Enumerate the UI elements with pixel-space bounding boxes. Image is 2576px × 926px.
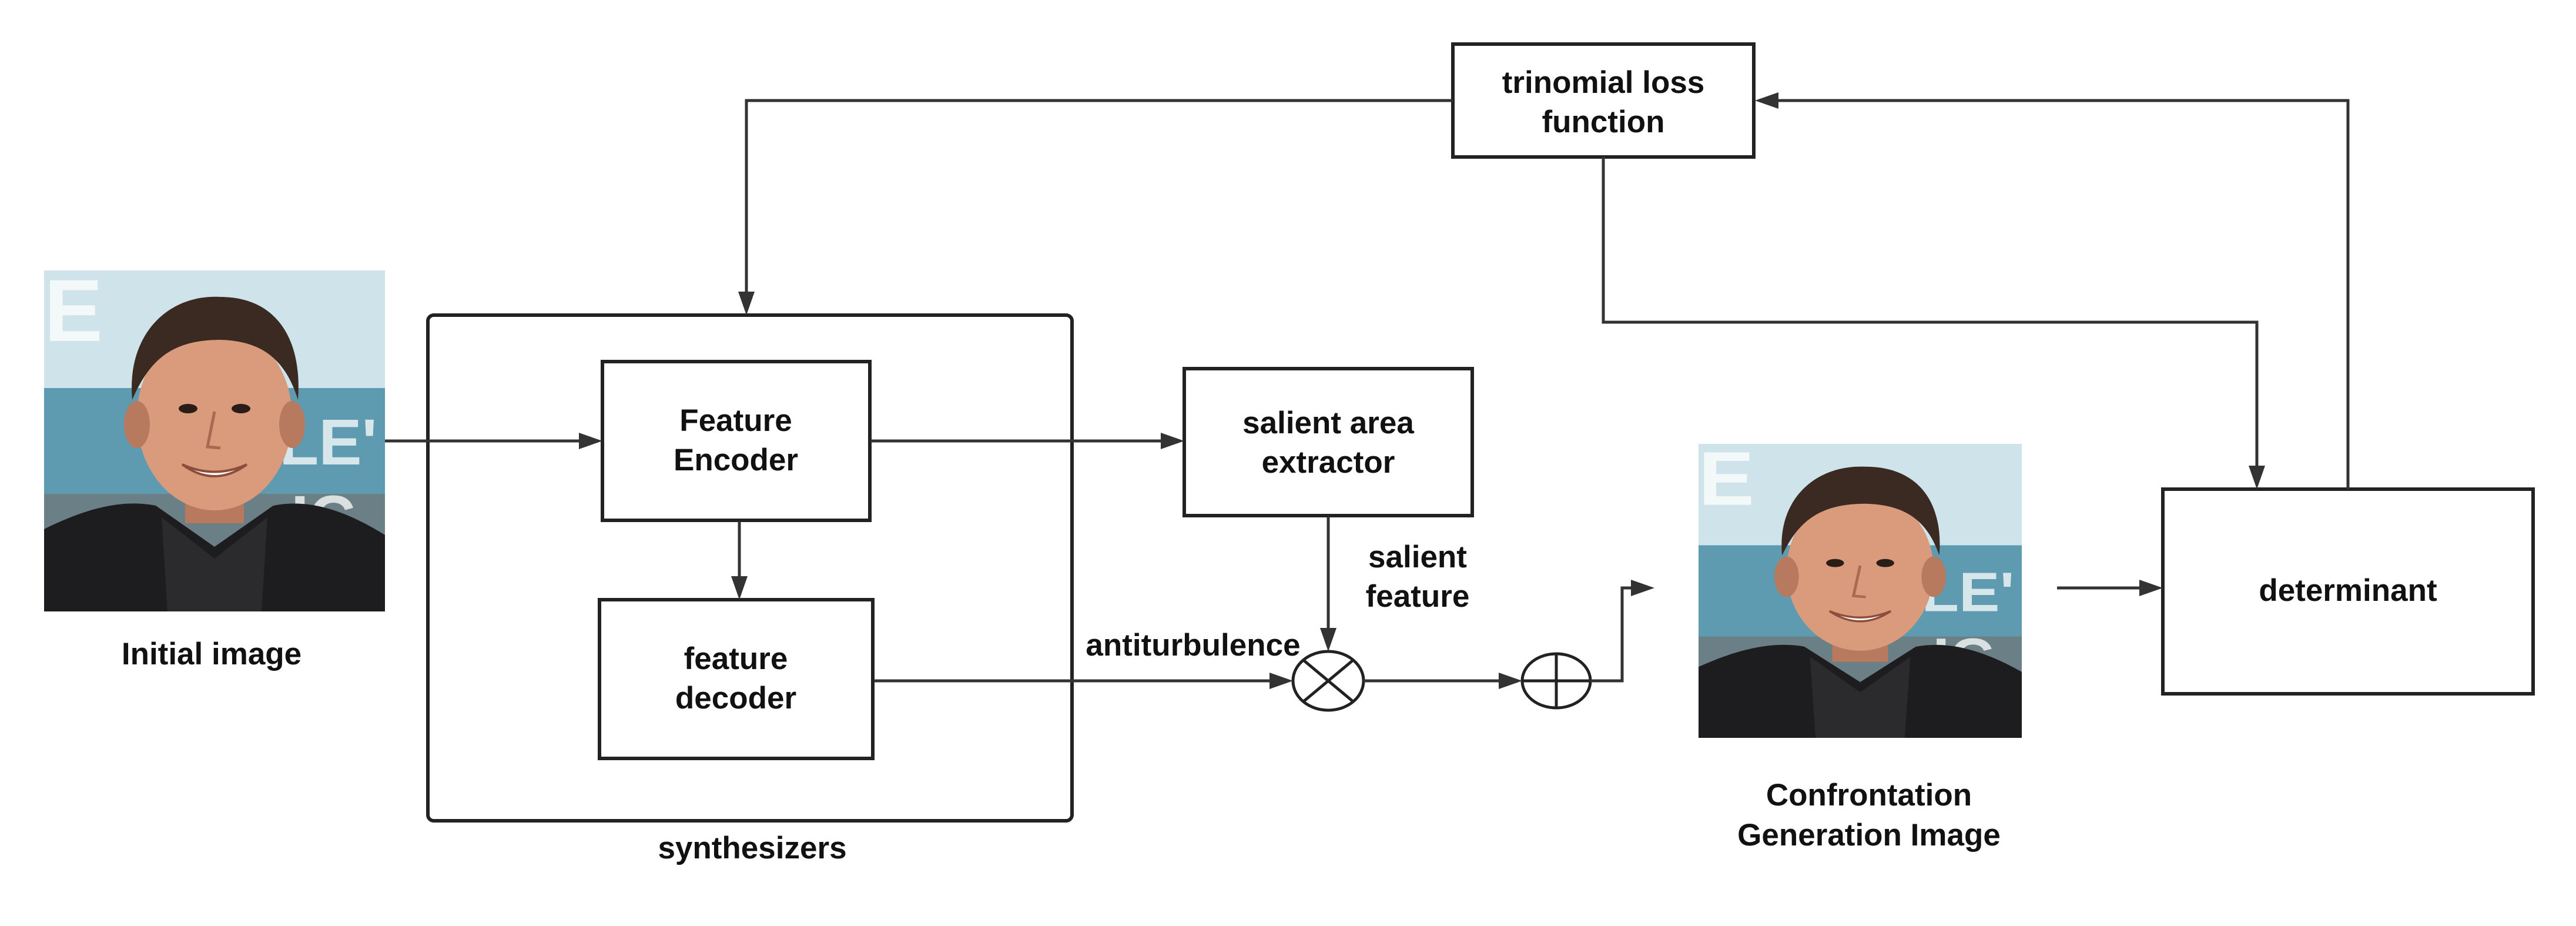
arrow-loss-to-synthesizers — [738, 99, 1453, 315]
synthesizers-label: synthesizers — [658, 831, 846, 865]
salient-extractor-label-line1: salient area — [1242, 406, 1414, 440]
loss-function-label-line2: function — [1542, 105, 1665, 139]
arrow-add-to-generated-image — [1590, 580, 1654, 683]
antiturbulence-label: antiturbulence — [1086, 628, 1300, 663]
trinomial-loss-function-node: trinomial loss function — [1451, 42, 1756, 159]
feature-encoder-label-line1: Feature — [679, 403, 792, 438]
determinant-label: determinant — [2259, 573, 2437, 608]
arrow-decoder-to-multiply — [874, 673, 1293, 689]
feature-encoder-node: Feature Encoder — [601, 360, 872, 522]
arrow-encoder-to-decoder — [731, 521, 748, 600]
determinant-node: determinant — [2161, 487, 2535, 696]
salient-extractor-label-line2: extractor — [1262, 445, 1395, 480]
add-operator — [1520, 652, 1592, 710]
arrow-extractor-to-multiply — [1320, 517, 1336, 651]
salient-area-extractor-node: salient area extractor — [1183, 367, 1474, 517]
feature-decoder-label-line2: decoder — [675, 681, 796, 716]
salient-feature-label-line1: salient — [1368, 540, 1467, 574]
feature-decoder-node: feature decoder — [598, 598, 875, 760]
loss-function-label-line1: trinomial loss — [1502, 65, 1705, 100]
synthesizers-box — [426, 313, 1074, 823]
arrow-multiply-to-add — [1364, 673, 1522, 689]
salient-feature-label-line2: feature — [1366, 579, 1470, 614]
arrow-encoder-to-extractor — [871, 433, 1184, 449]
arrow-determinant-to-loss — [1755, 92, 2350, 489]
initial-image-label: Initial image — [122, 637, 302, 671]
arrow-loss-to-determinant — [1602, 157, 2265, 489]
confrontation-image-label-line2: Generation Image — [1737, 818, 2001, 853]
confrontation-image-label-line1: Confrontation — [1766, 778, 1972, 813]
multiply-operator — [1291, 650, 1365, 712]
initial-image — [44, 261, 385, 611]
confrontation-generation-image — [1699, 436, 2022, 738]
feature-decoder-label-line1: feature — [684, 641, 788, 676]
arrow-image-to-encoder — [385, 433, 602, 449]
feature-encoder-label-line2: Encoder — [674, 443, 798, 477]
arrow-image-to-determinant — [2057, 580, 2163, 596]
